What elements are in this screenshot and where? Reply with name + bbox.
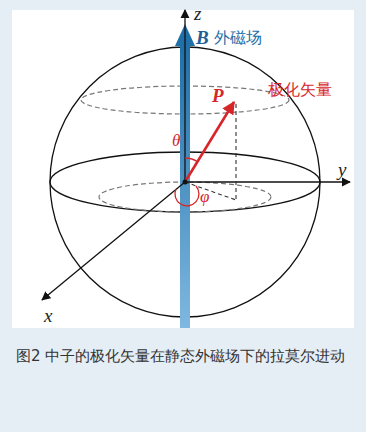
origin: [183, 180, 188, 185]
x-axis: [42, 182, 185, 300]
y-axis: [185, 181, 350, 182]
axis-label: B: [196, 28, 209, 47]
projection-line: [235, 104, 236, 200]
figure-panel: [12, 10, 354, 328]
axis-label: y: [338, 160, 346, 179]
polarization-vector: [185, 102, 234, 182]
axis-label: z: [194, 4, 201, 23]
figure-caption: 图2 中子的极化矢量在静态外磁场下的拉莫尔进动: [16, 344, 350, 369]
axis-label: 外磁场: [214, 30, 262, 46]
axis-label: P: [212, 86, 224, 105]
phi-arc: [175, 186, 199, 206]
axis-label: θ: [172, 132, 180, 149]
axis-label: φ: [200, 188, 209, 205]
axis-label: x: [44, 306, 52, 325]
axis-label: 极化矢量: [268, 82, 332, 98]
theta-arc: [185, 158, 198, 162]
z-axis: [184, 10, 185, 182]
projection-line: [185, 182, 236, 200]
